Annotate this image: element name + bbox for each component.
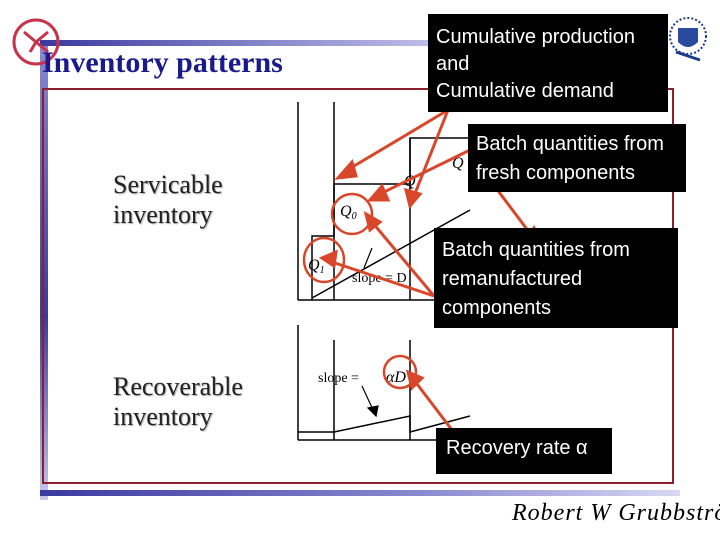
fresh-components-callout: Batch quantities from fresh components [468,124,686,192]
remanufactured-components-callout: Batch quantities from remanufactured com… [434,228,678,328]
university-logo-icon [12,18,60,66]
callout-arrows [318,108,541,431]
top-accent-bar [40,40,460,46]
callout-production-line-2: and [436,53,470,75]
recoverable-inventory-label: Recoverable inventory [113,372,243,432]
q0-highlight-circle [330,192,374,236]
recoverable-line-2: inventory [113,402,213,431]
callout-reman-line-2: remanufactured [442,268,583,290]
callout-reman-line-3: components [442,297,551,319]
cumulative-demand-line [311,209,471,299]
alpha-highlight-circle [382,354,418,390]
recovery-rate-callout: Recovery rate α [436,428,612,474]
cumulative-callout: Cumulative production and Cumulative dem… [428,14,668,112]
slope-arrows [361,247,379,418]
slope-alpha-prefix: slope = [318,371,359,386]
callout-production-line-1: Cumulative production [436,26,635,48]
callout-reman-line-1: Batch quantities from [442,239,630,261]
servicable-inventory-label: Servicable inventory [113,170,223,230]
q0-label: Q0 [340,203,357,222]
left-accent-bar [40,40,48,500]
bottom-accent-bar [40,490,680,496]
servicable-line-2: inventory [113,200,213,229]
callout-fresh-line-2: fresh components [476,162,635,184]
crest-icon [669,17,707,62]
callout-fresh-line-1: Batch quantities from [476,133,664,155]
recoverable-line-1: Recoverable [113,372,243,401]
q1-lower-label: Q1 [308,257,325,276]
servicable-line-1: Servicable [113,170,223,199]
alpha-d-label: αD [386,369,406,386]
author-signature: Robert W Grubbström [512,500,720,526]
q-upper-label: Q [452,155,464,172]
callout-production-line-3: Cumulative demand [436,80,614,102]
q1-highlight-circle [302,236,346,284]
page-title: Inventory patterns [42,46,283,79]
